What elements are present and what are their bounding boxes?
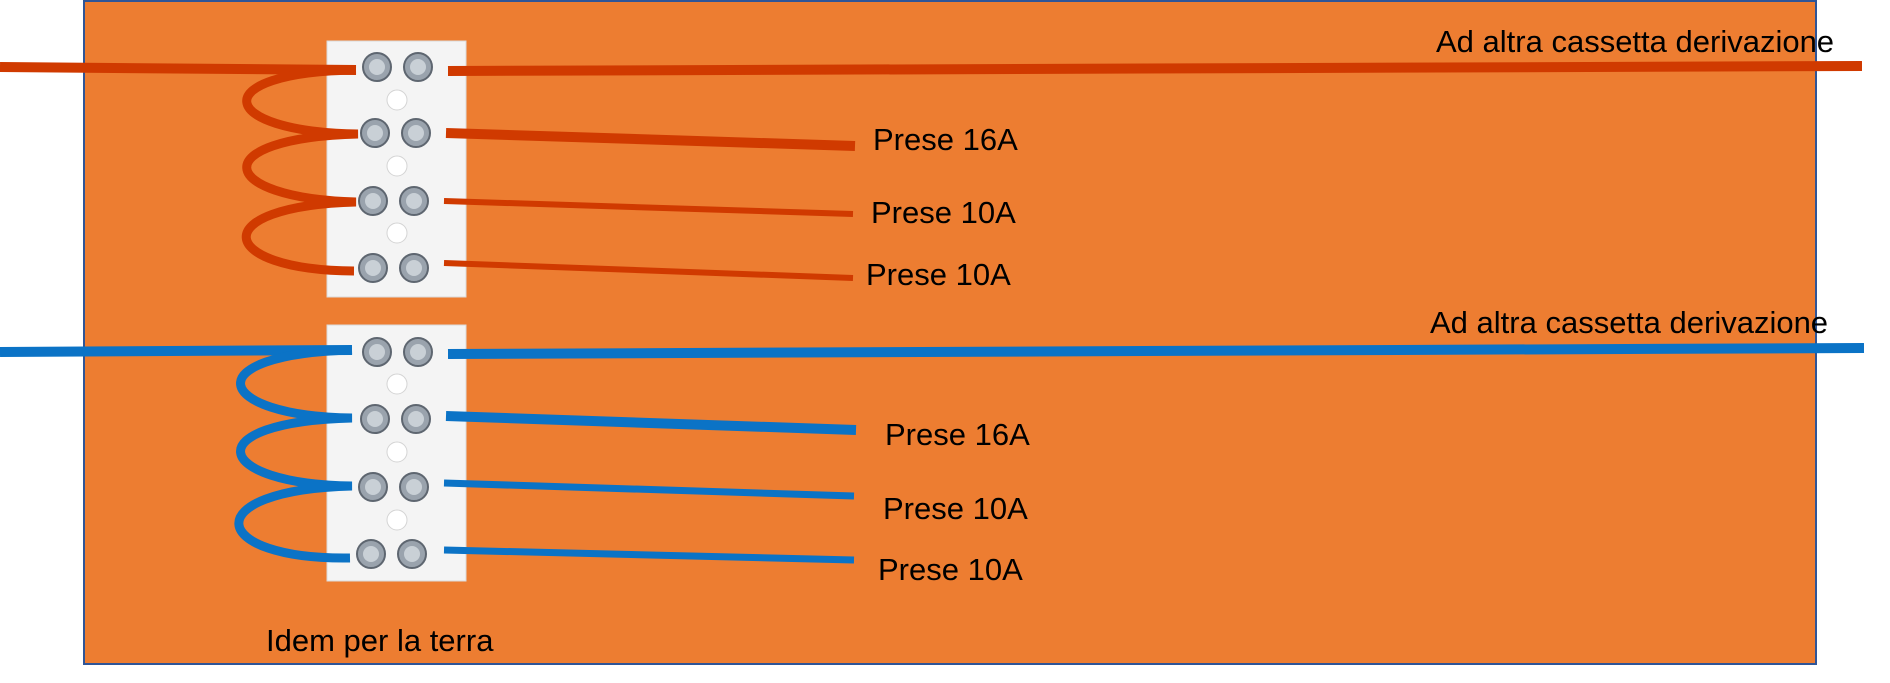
screw-icon: [356, 539, 427, 569]
terminal-block-icon: [326, 324, 467, 582]
phase-trunk-label: Ad altra cassetta derivazione: [1436, 24, 1834, 59]
phase-outlet-label: Prese 16A: [873, 122, 1018, 157]
neutral-outlet-10a-1: [443, 479, 855, 500]
neutral-outlet-16a: [445, 411, 857, 435]
neutral-wires: [0, 343, 1865, 564]
neutral-trunk-out: [447, 343, 1865, 359]
neutral-trunk-label: Ad altra cassetta derivazione: [1430, 305, 1828, 340]
screw-icon: [362, 337, 433, 367]
terminal-block-icon: [326, 40, 467, 298]
phase-group: Ad altra cassetta derivazione Prese 16A …: [0, 24, 1863, 298]
earth-note: Idem per la terra: [266, 623, 494, 658]
phase-trunk-in: [0, 62, 357, 75]
screw-icon: [360, 118, 431, 148]
phase-trunk-out: [447, 61, 1863, 76]
neutral-outlet-label: Prese 10A: [878, 552, 1023, 587]
phase-outlet-label: Prese 10A: [866, 257, 1011, 292]
phase-outlet-10a-1: [443, 198, 854, 217]
phase-wires: [0, 61, 1863, 281]
neutral-loop: [234, 345, 353, 563]
screw-icon: [362, 52, 433, 82]
neutral-group: Ad altra cassetta derivazione Prese 16A …: [0, 305, 1865, 587]
screw-icon: [360, 404, 431, 434]
neutral-trunk-in: [0, 345, 353, 357]
phase-outlet-16a: [445, 128, 856, 151]
phase-outlet-label: Prese 10A: [871, 195, 1016, 230]
neutral-outlet-10a-2: [443, 546, 855, 564]
neutral-outlet-label: Prese 16A: [885, 417, 1030, 452]
phase-outlet-10a-2: [443, 260, 854, 281]
screw-icon: [358, 472, 429, 502]
screw-icon: [358, 253, 429, 283]
neutral-outlet-label: Prese 10A: [883, 491, 1028, 526]
phase-loop: [241, 65, 359, 276]
screw-icon: [358, 186, 429, 216]
